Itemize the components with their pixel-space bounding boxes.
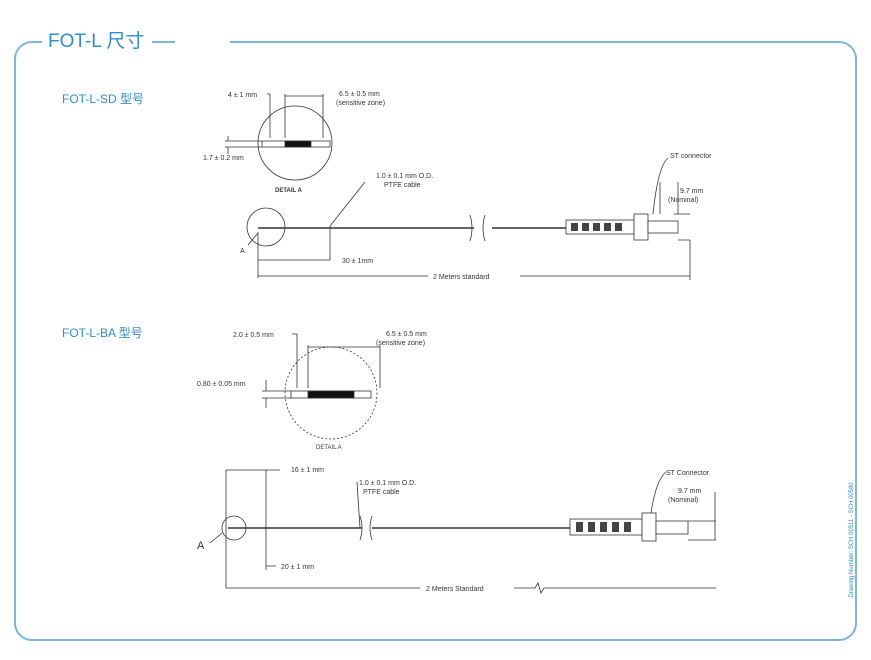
model-label-ba: FOT-L-BA 型号 (62, 326, 143, 340)
ba-span-dim: 20 ± 1 mm (281, 564, 314, 571)
drawing-number-text: Drawing Number: SCH 00511 - SCH 00580 (849, 482, 855, 598)
ba-tip-length: 2.0 ± 0.5 mm (233, 332, 274, 339)
sd-sensitive-note: (sensitive zone) (336, 100, 385, 107)
model-label-sd: FOT-L-SD 型号 (62, 92, 145, 106)
sd-tip-length: 4 ± 1 mm (228, 92, 257, 99)
sd-span-dim: 30 ± 1mm (342, 258, 373, 265)
sd-total-length: 2 Meters standard (433, 274, 490, 281)
ba-detail-marker: A (197, 540, 205, 552)
sd-detail-view (225, 93, 333, 181)
ba-connector-note: (Nominal) (668, 497, 698, 504)
sd-cable-dim: 1.0 ± 0.1 mm O.D. (376, 173, 433, 180)
sd-connector-length: 9.7 mm (680, 188, 704, 195)
page-title: FOT-L 尺寸 (42, 30, 153, 54)
ba-cable-type: PTFE cable (363, 489, 400, 496)
ba-probe (209, 469, 716, 594)
ba-diameter: 0.80 ± 0.05 mm (197, 381, 246, 388)
sd-detail-marker: A (240, 248, 245, 255)
ba-top-span: 16 ± 1 mm (291, 467, 324, 474)
sd-sensitive-dim: 6.5 ± 0.5 mm (339, 91, 380, 98)
ba-detail-label: DETAIL A (316, 445, 342, 451)
sd-connector: ST connector (670, 153, 712, 160)
sd-detail-label: DETAIL A (275, 188, 303, 194)
ba-connector: ST Connector (666, 470, 710, 477)
frame-gap (175, 38, 230, 46)
ba-sensitive-dim: 6.5 ± 0.5 mm (386, 331, 427, 338)
ba-sensitive-note: (sensitive zone) (376, 340, 425, 347)
content-frame (14, 41, 857, 641)
ba-connector-length: 9.7 mm (678, 488, 702, 495)
ba-total-length: 2 Meters Standard (426, 586, 484, 593)
sd-connector-note: (Nominal) (668, 197, 698, 204)
sd-diameter: 1.7 ± 0.2 mm (203, 155, 244, 162)
drawing-number: Drawing Number: SCH 00511 - SCH 00580 (846, 460, 858, 620)
sd-cable-type: PTFE cable (384, 182, 421, 189)
sd-probe (246, 157, 691, 280)
ba-cable-dim: 1.0 ± 0.1 mm O.D. (359, 480, 416, 487)
ba-detail-view (262, 333, 381, 440)
